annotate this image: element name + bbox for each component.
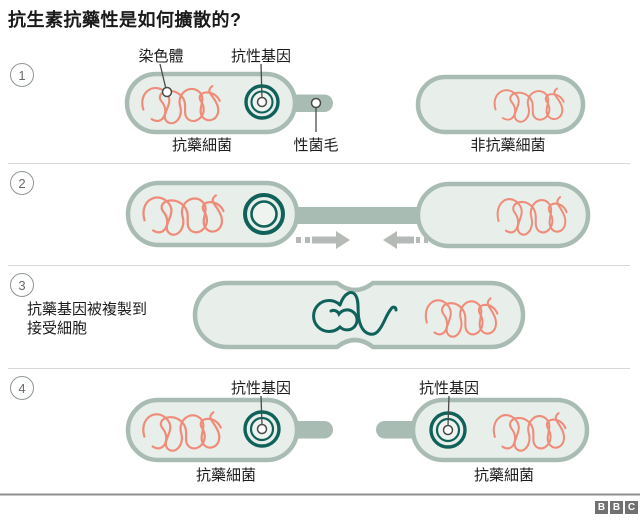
bbc-logo-letter: B <box>610 501 623 514</box>
gene-marker-dot <box>256 423 268 435</box>
label-resistant-cell: 抗藥細菌 <box>171 137 233 154</box>
label-resistance-gene-right: 抗性基因 <box>418 380 480 397</box>
transferred-gene-strand-icon <box>312 291 398 336</box>
step4-graphics <box>125 395 590 463</box>
step-number-1: 1 <box>10 63 34 87</box>
step3-caption-line1: 抗藥基因被複製到 <box>27 301 148 318</box>
label-resistant-cell-right: 抗藥細菌 <box>473 467 535 484</box>
label-resistance-gene: 抗性基因 <box>230 48 292 65</box>
leader-line <box>447 395 450 427</box>
leader-line <box>159 63 167 90</box>
leader-line <box>260 395 263 426</box>
pilus-stub-icon <box>376 421 422 439</box>
page-title: 抗生素抗藥性是如何擴散的? <box>8 10 242 30</box>
gene-marker-dot <box>442 424 454 436</box>
step-number-2: 2 <box>10 171 34 195</box>
bbc-logo: B B C <box>595 501 638 514</box>
recipient-bacterium-icon <box>415 181 591 249</box>
step-number-3: 3 <box>10 273 34 297</box>
transfer-arrows-icon <box>296 231 430 249</box>
step3-caption-line2: 接受細胞 <box>27 320 88 337</box>
non-resistant-bacterium-icon <box>415 74 586 135</box>
chromosome-marker-dot <box>161 86 173 98</box>
step1-graphics <box>124 63 586 135</box>
label-resistant-cell-left: 抗藥細菌 <box>195 467 257 484</box>
label-resistance-gene-left: 抗性基因 <box>230 380 292 397</box>
pilus-marker-dot <box>310 97 322 109</box>
step3-caption: 抗藥基因被複製到 接受細胞 <box>27 300 147 338</box>
step2-graphics <box>125 180 591 249</box>
leader-line <box>260 63 263 99</box>
bbc-logo-letter: C <box>625 501 638 514</box>
conjugation-tube-icon <box>288 207 422 224</box>
plasmid-ring-icon <box>250 200 278 228</box>
plasmid-ring-icon <box>243 193 285 235</box>
bbc-logo-letter: B <box>595 501 608 514</box>
step3-graphics <box>192 280 526 350</box>
label-non-resistant-cell: 非抗藥細菌 <box>470 137 546 154</box>
gene-marker-dot <box>256 96 268 108</box>
step-number-4: 4 <box>10 376 34 400</box>
label-sex-pilus: 性菌毛 <box>293 137 339 154</box>
label-chromosome: 染色體 <box>138 48 184 65</box>
